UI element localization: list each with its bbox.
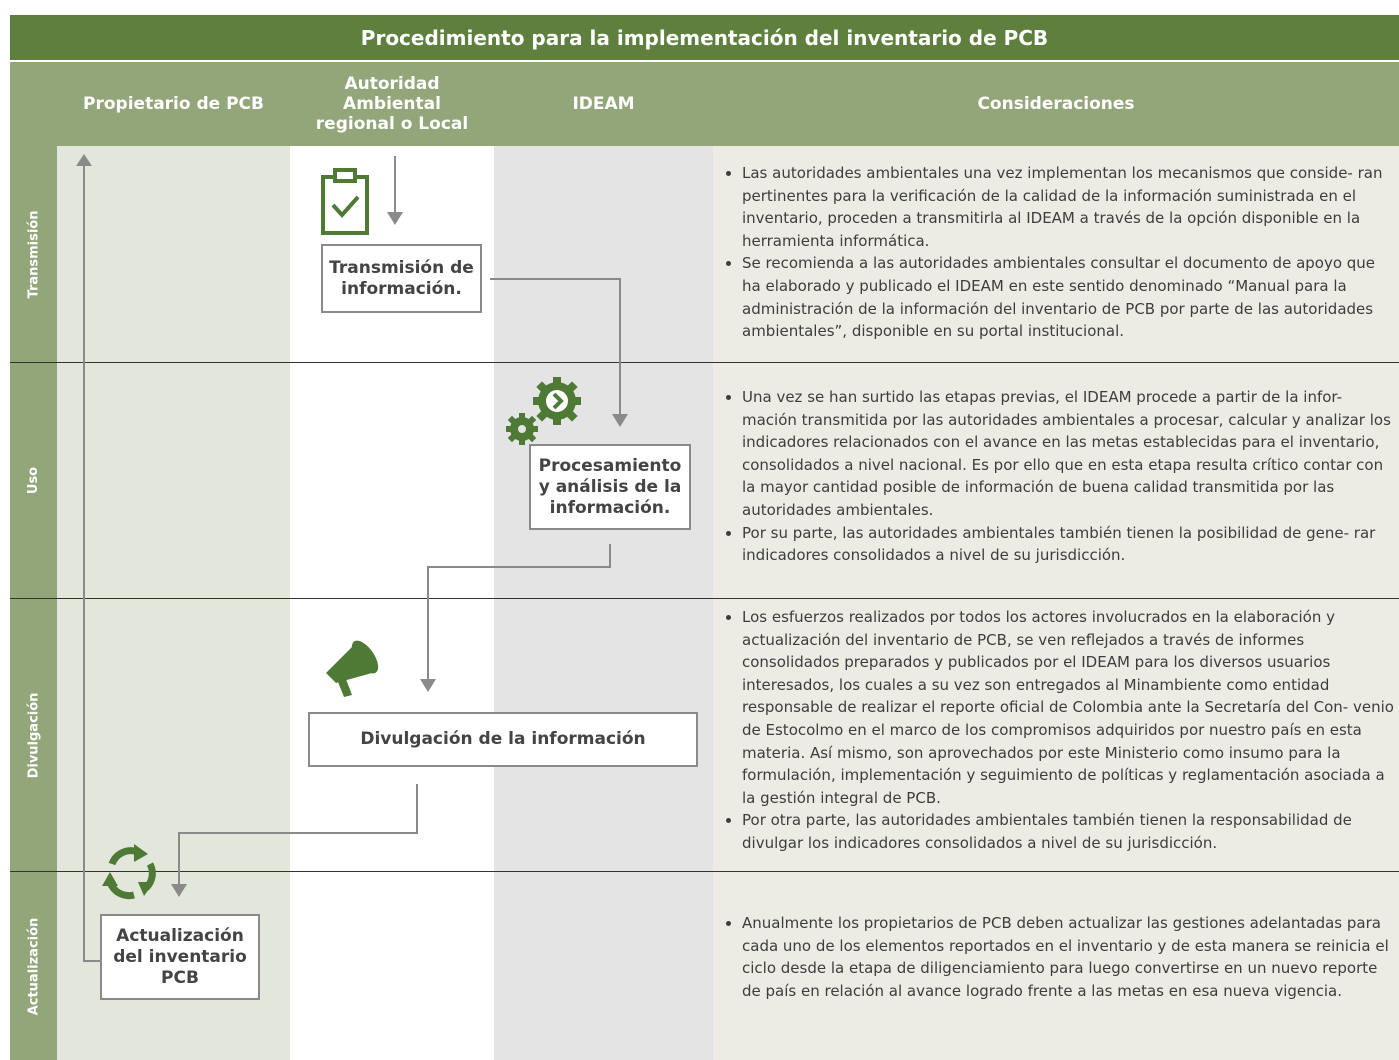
- column-header-authority-line1: Autoridad: [344, 74, 440, 94]
- column-header-authority: Autoridad Ambiental regional o Local: [290, 62, 494, 146]
- column-header-owner: Propietario de PCB: [83, 94, 264, 114]
- considerations-transmision: Las autoridades ambientales una vez impl…: [724, 162, 1396, 343]
- box-actualizacion-line2: del inventario: [113, 946, 247, 967]
- stage-label-actualizacion: Actualización: [10, 872, 57, 1060]
- box-actualizacion-line1: Actualización: [116, 925, 244, 946]
- box-procesamiento-line1: Procesamiento: [538, 455, 682, 476]
- box-procesamiento-analisis: Procesamiento y análisis de la informaci…: [529, 444, 691, 530]
- box-transmision-informacion: Transmisión de información.: [321, 244, 482, 313]
- note-item: Las autoridades ambientales una vez impl…: [742, 162, 1396, 252]
- box-procesamiento-line3: información.: [549, 497, 671, 518]
- note-item: Los esfuerzos realizados por todos los a…: [742, 606, 1396, 809]
- column-header-authority-line2: Ambiental: [343, 94, 441, 114]
- box-transmision-line2: información.: [341, 278, 462, 299]
- box-procesamiento-line2: y análisis de la: [538, 476, 682, 497]
- diagram-title: Procedimiento para la implementación del…: [10, 15, 1399, 60]
- megaphone-icon: [326, 640, 379, 697]
- stage-divider: [10, 362, 1399, 363]
- stage-divider: [10, 598, 1399, 599]
- cycle-arrows-icon: [102, 844, 156, 900]
- note-item: Anualmente los propietarios de PCB deben…: [742, 912, 1396, 1002]
- stage-divider: [10, 871, 1399, 872]
- clipboard-check-icon: [321, 168, 369, 235]
- box-actualizacion-inventario: Actualización del inventario PCB: [100, 914, 260, 1000]
- gears-icon: [506, 377, 581, 445]
- note-item: Una vez se han surtido las etapas previa…: [742, 386, 1396, 522]
- note-item: Se recomienda a las autoridades ambienta…: [742, 252, 1396, 342]
- stage-label-uso: Uso: [10, 363, 57, 598]
- lane-ideam: [494, 146, 713, 1060]
- stage-label-transmision: Transmisión: [10, 146, 57, 362]
- considerations-uso: Una vez se han surtido las etapas previa…: [724, 386, 1396, 567]
- note-item: Por su parte, las autoridades ambientale…: [742, 522, 1396, 567]
- header-row: [10, 62, 1399, 146]
- considerations-actualizacion: Anualmente los propietarios de PCB deben…: [724, 912, 1396, 1002]
- note-item: Por otra parte, las autoridades ambienta…: [742, 809, 1396, 854]
- considerations-divulgacion: Los esfuerzos realizados por todos los a…: [724, 606, 1396, 855]
- column-header-considerations: Consideraciones: [977, 94, 1135, 114]
- column-header-ideam: IDEAM: [572, 94, 635, 114]
- box-actualizacion-line3: PCB: [161, 967, 199, 988]
- column-header-authority-line3: regional o Local: [315, 114, 469, 134]
- box-transmision-line1: Transmisión de: [329, 257, 474, 278]
- box-divulgacion-informacion: Divulgación de la información: [308, 712, 698, 767]
- lane-considerations: [713, 146, 1399, 1060]
- stage-label-divulgacion: Divulgación: [10, 599, 57, 871]
